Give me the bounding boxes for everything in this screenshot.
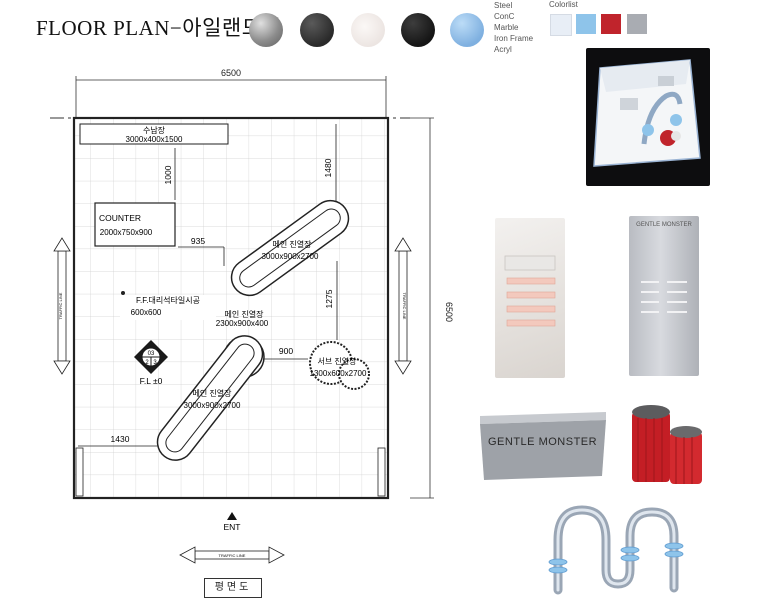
material-item: Iron Frame	[494, 34, 534, 43]
dim-1000: 1000	[163, 165, 173, 184]
material-item: Acryl	[494, 45, 512, 54]
storage-name: 수납장	[143, 125, 166, 135]
steel-frame-image	[540, 500, 700, 596]
booth-render-image	[586, 48, 710, 186]
dimension-overall-depth	[410, 117, 434, 499]
floor-level-label: F.L ±0	[140, 376, 163, 386]
page-title: FLOOR PLAN−아일랜드형	[36, 16, 282, 40]
color-chip-blue	[576, 14, 596, 34]
floor-symbol-left: 2	[145, 360, 149, 366]
dimension-overall-width	[75, 76, 387, 118]
floor-plan-caption: 평면도	[204, 578, 262, 598]
dim-1480: 1480	[323, 158, 333, 177]
traffic-arrow-right	[394, 237, 412, 375]
dim-1275: 1275	[324, 289, 334, 308]
material-swatch-acryl	[450, 13, 484, 47]
counter-name: COUNTER	[99, 213, 141, 223]
entrance-label: ENT	[224, 522, 241, 532]
display-upper-size: 3000x900x2700	[262, 252, 319, 261]
color-chip-white	[550, 14, 572, 36]
red-stool-image	[626, 402, 708, 488]
display-middle-size: 2300x900x400	[216, 319, 269, 328]
material-item: Steel	[494, 1, 513, 10]
traffic-label-left: TRAFFIC LINE	[58, 292, 63, 319]
traffic-arrow-left	[53, 237, 71, 375]
display-upper-name: 메인 진열장	[272, 239, 312, 249]
counter	[94, 202, 176, 247]
tile-name: F.F.대리석타일시공	[136, 295, 200, 305]
dim-900: 900	[279, 346, 293, 356]
dimension-overall-depth-label: 6500	[444, 302, 454, 322]
display-middle-name: 메인 진열장	[224, 309, 264, 319]
color-chip-gray	[627, 14, 647, 34]
material-swatch-iron-frame	[401, 13, 435, 47]
dimension-overall-width-label: 6500	[221, 68, 241, 78]
floor-symbol-top: 03	[148, 351, 155, 357]
traffic-arrow-bottom	[179, 546, 285, 564]
display-sub-size: 1300x600x2700	[310, 369, 367, 378]
dim-1430: 1430	[111, 434, 130, 444]
steel-panel-image: GENTLE MONSTER	[629, 216, 699, 376]
entrance-arrow-icon	[227, 512, 237, 520]
tile-marker-icon	[121, 291, 125, 295]
display-lower	[156, 335, 264, 461]
colorlist-heading: Colorlist	[549, 0, 578, 9]
material-item: ConC	[494, 12, 515, 21]
display-lower-name: 메인 진열장	[192, 388, 232, 398]
color-chip-red	[601, 14, 621, 34]
material-swatch-marble	[351, 13, 385, 47]
display-sub	[309, 341, 370, 390]
corner-post-left	[75, 447, 84, 497]
marble-shelf-image	[495, 218, 565, 378]
counter-brand-label: GENTLE MONSTER	[488, 436, 598, 448]
tile-size: 600x600	[131, 308, 162, 317]
counter-size: 2000x750x900	[100, 228, 153, 237]
corner-post-right	[377, 447, 386, 497]
floor-level-symbol-icon	[134, 340, 168, 374]
material-list: Steel ConC Marble Iron Frame Acryl	[494, 0, 533, 55]
dim-935: 935	[191, 236, 205, 246]
material-swatch-steel	[249, 13, 283, 47]
display-sub-name: 서브 진열장	[317, 356, 357, 366]
storage-cabinet	[79, 123, 229, 145]
material-item: Marble	[494, 23, 519, 32]
material-swatch-conc	[300, 13, 334, 47]
floor-symbol-right: 3	[153, 360, 157, 366]
counter-render-image: GENTLE MONSTER	[474, 406, 610, 480]
display-lower-size: 3000x900x2700	[184, 401, 241, 410]
traffic-label-right: TRAFFIC LINE	[402, 293, 407, 320]
display-upper	[230, 199, 350, 297]
traffic-label-bottom: TRAFFIC LINE	[219, 553, 246, 558]
storage-size: 3000x400x1500	[126, 135, 183, 144]
panel-brand-label: GENTLE MONSTER	[636, 222, 692, 228]
